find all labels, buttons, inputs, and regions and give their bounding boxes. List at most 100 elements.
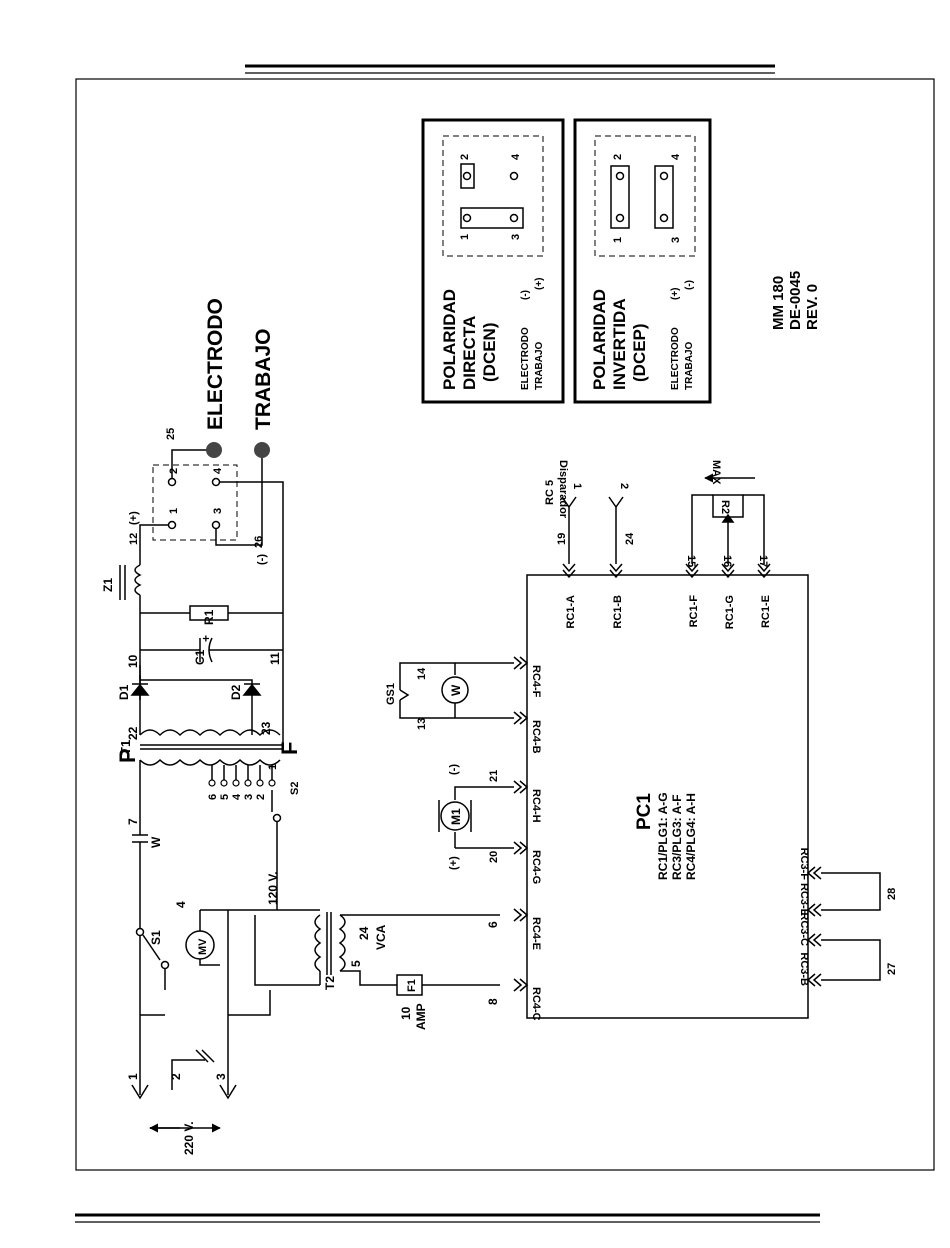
svg-text:2: 2	[169, 1073, 183, 1080]
input-arrows	[131, 1084, 237, 1133]
svg-text:220 V.: 220 V.	[182, 1121, 196, 1155]
svg-text:28: 28	[886, 888, 898, 900]
svg-text:RC4-E: RC4-E	[530, 917, 542, 950]
svg-text:(+): (+)	[128, 511, 140, 525]
svg-text:17: 17	[757, 555, 769, 567]
svg-text:14: 14	[416, 667, 428, 680]
reverse-pin-4: 4	[670, 153, 682, 160]
footer-rule	[75, 1213, 820, 1223]
direct-electrode: ELECTRODO	[520, 327, 531, 390]
svg-text:RC3-F: RC3-F	[798, 848, 810, 881]
svg-text:19: 19	[556, 533, 568, 545]
svg-text:3: 3	[214, 1073, 228, 1080]
svg-text:24: 24	[624, 532, 636, 545]
svg-text:RC4-H: RC4-H	[530, 789, 542, 823]
svg-text:Disparador: Disparador	[557, 460, 569, 519]
direct-electrode-sign: (-)	[520, 290, 531, 300]
svg-text:3: 3	[212, 508, 224, 514]
reverse-title-1: POLARIDAD	[590, 289, 609, 390]
svg-text:Z1: Z1	[101, 578, 115, 592]
svg-text:M1: M1	[449, 808, 463, 825]
direct-pin-2: 2	[459, 154, 471, 160]
svg-text:6: 6	[486, 921, 500, 928]
svg-text:5: 5	[349, 960, 363, 967]
direct-title-1: POLARIDAD	[440, 289, 459, 390]
polarity-reverse-box: 2 1 4 3 POLARIDAD INVERTIDA (DCEP) ELECT…	[573, 118, 712, 404]
header-rule	[245, 64, 775, 74]
work-terminal-dot	[254, 442, 270, 458]
svg-text:RC3-E: RC3-E	[798, 883, 810, 916]
svg-text:VCA: VCA	[374, 924, 388, 950]
revision-label: REV. 0	[804, 284, 821, 330]
svg-text:1: 1	[267, 764, 279, 770]
svg-text:RC3-C: RC3-C	[798, 912, 810, 946]
svg-text:RC1-G: RC1-G	[724, 595, 736, 629]
primary-labels: 7 W S1 4 120 V. T2 24 VCA 5 6 10 AMP 8 1…	[126, 818, 500, 1155]
svg-text:21: 21	[488, 770, 500, 782]
svg-text:8: 8	[486, 998, 500, 1005]
svg-text:26: 26	[253, 536, 265, 548]
pc1-board	[526, 574, 809, 1019]
svg-text:22: 22	[126, 726, 140, 740]
pc1-connectors	[399, 473, 881, 992]
svg-text:6: 6	[207, 794, 219, 800]
svg-text:RC1-F: RC1-F	[688, 595, 700, 628]
svg-text:10: 10	[126, 654, 140, 668]
svg-text:R2: R2	[719, 500, 731, 514]
pc1-line-3: RC4/PLG4: A-H	[684, 793, 698, 880]
drawing-frame	[75, 78, 935, 1171]
svg-text:120 V.: 120 V.	[266, 871, 280, 905]
svg-text:4: 4	[212, 467, 224, 474]
svg-text:P: P	[115, 748, 140, 763]
svg-text:(-): (-)	[448, 764, 460, 775]
svg-text:W: W	[149, 836, 163, 848]
svg-text:RC4-F: RC4-F	[530, 665, 542, 698]
reverse-electrode: ELECTRODO	[670, 327, 681, 390]
svg-text:RC1-E: RC1-E	[760, 595, 772, 628]
svg-text:GS1: GS1	[385, 683, 397, 705]
model-label: MM 180	[770, 276, 787, 330]
reverse-title-3: (DCEP)	[630, 323, 649, 382]
reverse-title-2: INVERTIDA	[610, 298, 629, 390]
svg-text:10: 10	[399, 1006, 413, 1020]
svg-text:RC3-B: RC3-B	[798, 952, 810, 986]
svg-text:RC4-G: RC4-G	[530, 850, 542, 884]
svg-text:+: +	[199, 635, 213, 642]
mv-meter-label: MV	[197, 938, 209, 955]
svg-text:12: 12	[128, 533, 140, 545]
svg-text:11: 11	[268, 652, 282, 665]
direct-pin-4: 4	[510, 153, 522, 160]
f1-fuse-label: F1	[406, 979, 418, 992]
direct-work-sign: (+)	[534, 278, 545, 291]
svg-text:4: 4	[174, 901, 188, 908]
svg-text:1: 1	[168, 508, 180, 514]
svg-text:4: 4	[231, 793, 243, 800]
svg-text:24: 24	[357, 926, 371, 940]
direct-title-3: (DCEN)	[480, 323, 499, 383]
svg-text:S1: S1	[149, 930, 163, 945]
jumper-pin-labels: 1 2 3 4 25 26 12 (+) (-)	[128, 428, 268, 565]
svg-text:(-): (-)	[256, 554, 268, 565]
svg-text:2: 2	[255, 794, 267, 800]
reverse-work-sign: (-)	[684, 280, 695, 290]
reverse-pin-1: 1	[612, 237, 624, 243]
output-section	[139, 449, 284, 700]
svg-text:5: 5	[219, 794, 231, 800]
svg-text:R1: R1	[202, 609, 216, 625]
reverse-work: TRABAJO	[684, 341, 695, 390]
svg-text:27: 27	[886, 963, 898, 975]
rectifier-labels: Z1 R1 C1 + D1 D2 10 11 22 23 T1 P F 6 5 …	[101, 578, 302, 800]
primary-circuit	[132, 760, 500, 1090]
electrode-terminal-label: ELECTRODO	[204, 298, 227, 430]
svg-text:7: 7	[126, 818, 140, 825]
svg-text:25: 25	[165, 428, 177, 440]
direct-title-2: DIRECTA	[460, 316, 479, 390]
svg-text:RC4-C: RC4-C	[530, 987, 542, 1021]
svg-text:RC1-B: RC1-B	[612, 595, 624, 629]
svg-text:3: 3	[243, 794, 255, 800]
svg-text:MAX: MAX	[710, 460, 722, 485]
pc1-line-1: RC1/PLG1: A-G	[656, 792, 670, 880]
svg-text:RC1-A: RC1-A	[565, 595, 577, 629]
svg-text:RC4-B: RC4-B	[530, 720, 542, 754]
